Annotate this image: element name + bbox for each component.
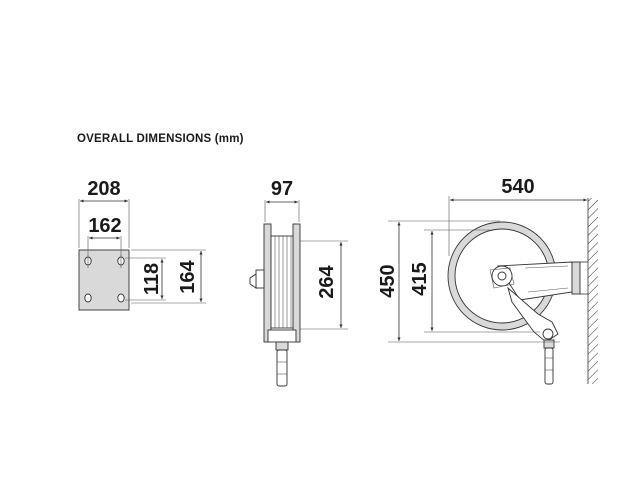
reel-front-view: 540 450 415 (377, 176, 598, 385)
side-plate-right (292, 223, 301, 343)
reel-side-height-label: 264 (316, 264, 338, 298)
hose-guide-arm (507, 286, 559, 343)
side-hose-nozzle (276, 349, 288, 387)
bracket-view: 208 162 118 164 (78, 178, 206, 311)
bracket-hole-height-label: 118 (141, 263, 163, 295)
reel-side-view: 97 264 (249, 178, 348, 387)
reel-depth-label: 540 (501, 176, 534, 198)
wall-bracket (571, 261, 581, 295)
reel-width-label: 97 (271, 178, 293, 200)
bracket-width-label: 208 (87, 178, 120, 200)
bracket-mounting-holes (84, 255, 125, 303)
reel-total-height-label: 450 (377, 264, 399, 297)
bracket-hole-spacing-label: 162 (88, 215, 121, 237)
front-hose-nozzle (544, 347, 554, 385)
overall-dimensions-title: OVERALL DIMENSIONS (mm) (77, 133, 244, 145)
reel-drum-height-label: 415 (409, 262, 431, 295)
wall-hatching (588, 198, 598, 384)
side-spring-housing (255, 269, 265, 289)
bracket-height-label: 164 (177, 259, 199, 293)
side-plate-left (263, 223, 272, 343)
